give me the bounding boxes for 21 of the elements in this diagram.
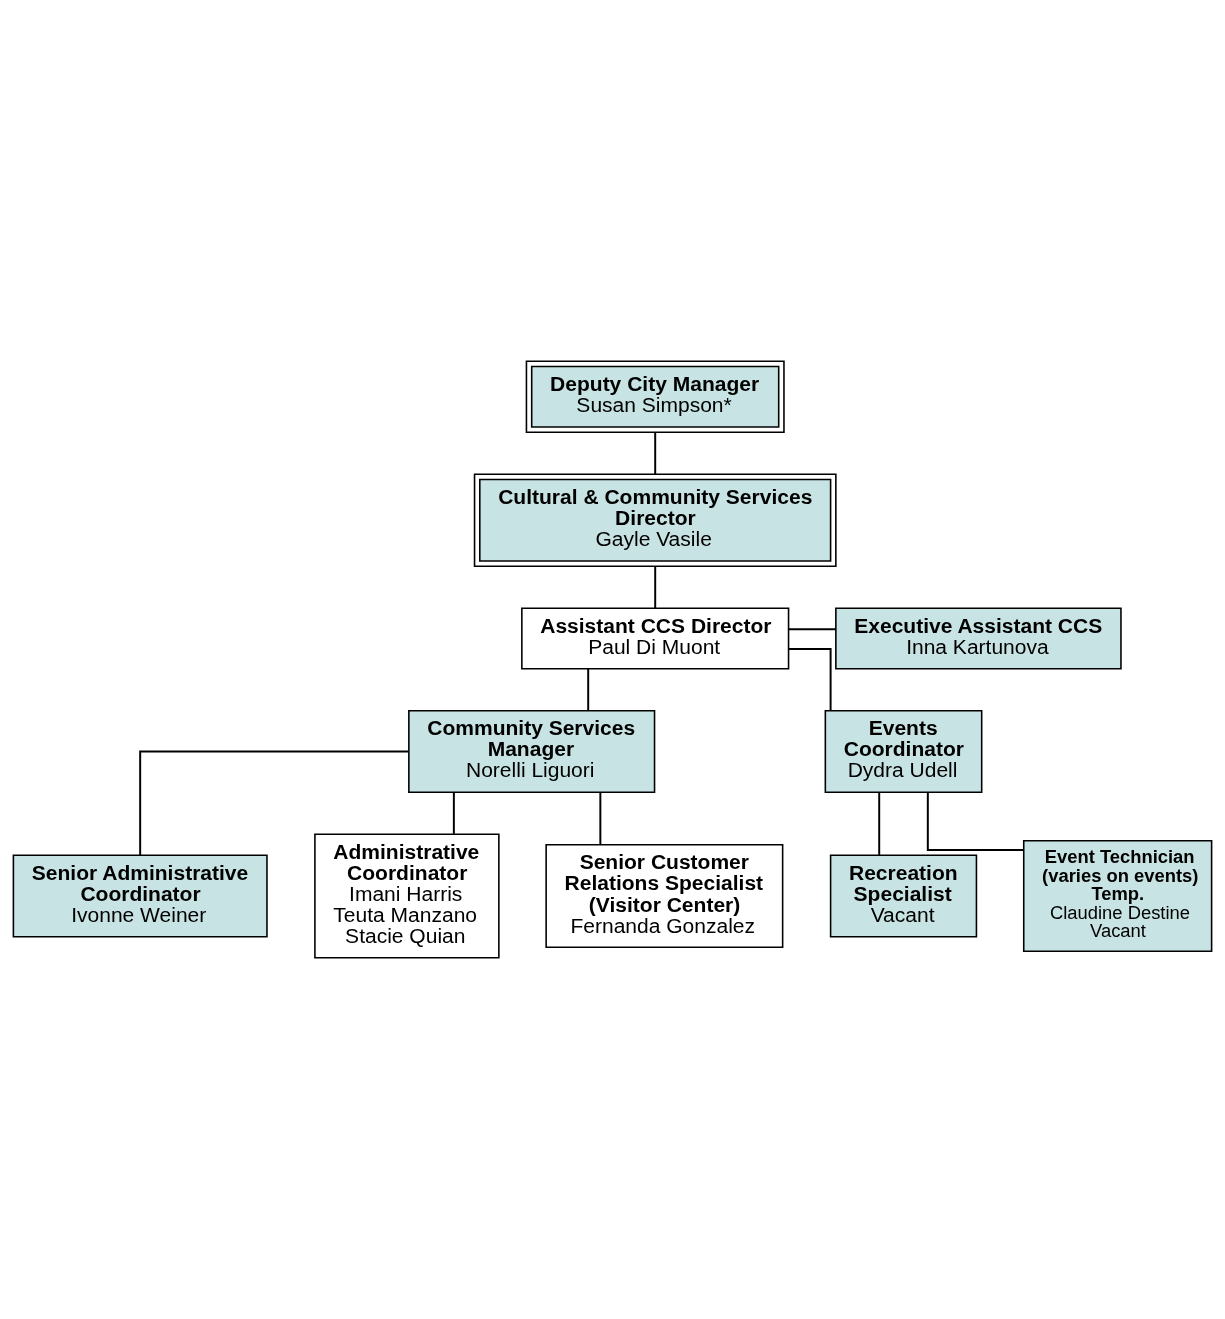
connector (587, 667, 590, 712)
node-box: Cultural & Community Services Director Gayle Vasile (473, 473, 837, 567)
node-box: Events Coordinator Dydra Udell (824, 709, 983, 793)
connector (878, 791, 881, 856)
node-box: Senior Customer Relations Specialist (Visitor Center) Fernanda Gonzalez (545, 843, 784, 948)
connector (654, 431, 657, 475)
node-box: Senior Administrative Coordinator Ivonne Weiner (12, 854, 268, 938)
node-box: Deputy City Manager Susan Simpson* (525, 360, 785, 433)
connector (788, 628, 837, 631)
connector (787, 648, 832, 712)
node-box: Recreation Specialist Vacant (829, 854, 978, 938)
connector (452, 791, 455, 835)
node-box: Executive Assistant CCS Inna Kartunova (835, 607, 1122, 670)
connector (654, 565, 657, 610)
connector (926, 791, 1025, 851)
node-box: Community Services Manager Norelli Liguori (408, 709, 656, 793)
node-box: Event Technician (varies on events) Temp. Claudine Destine Vacant (1022, 840, 1213, 952)
connector (599, 791, 602, 846)
node-box: Assistant CCS Director Paul Di Muont (521, 607, 790, 670)
connector (139, 750, 410, 856)
node-box: Administrative Coordinator Imani Harris Teuta Manzano Stacie Quian (314, 833, 500, 959)
